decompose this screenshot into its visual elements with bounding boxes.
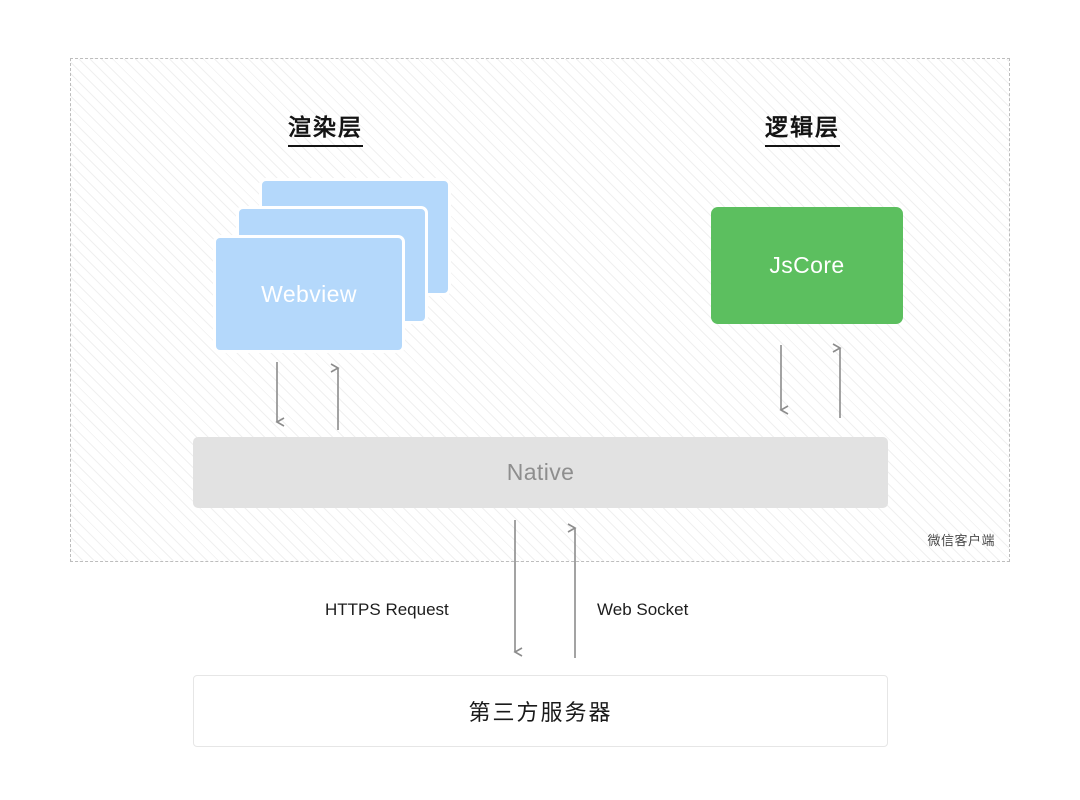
webview-stack: Webview <box>213 178 453 356</box>
third-party-server-box: 第三方服务器 <box>193 675 888 747</box>
webview-card-front: Webview <box>213 235 405 353</box>
native-label: Native <box>506 459 575 485</box>
third-party-server-label: 第三方服务器 <box>468 700 613 725</box>
jscore-box: JsCore <box>711 207 903 324</box>
webview-label: Webview <box>261 280 357 307</box>
render-layer-title: 渲染层 <box>288 108 363 147</box>
https-request-label: HTTPS Request <box>325 600 449 619</box>
logic-layer-title: 逻辑层 <box>765 108 840 147</box>
wechat-client-label: 微信客户端 <box>927 533 995 548</box>
native-bar: Native <box>193 437 888 508</box>
jscore-label: JsCore <box>769 252 845 278</box>
web-socket-label: Web Socket <box>597 600 689 619</box>
